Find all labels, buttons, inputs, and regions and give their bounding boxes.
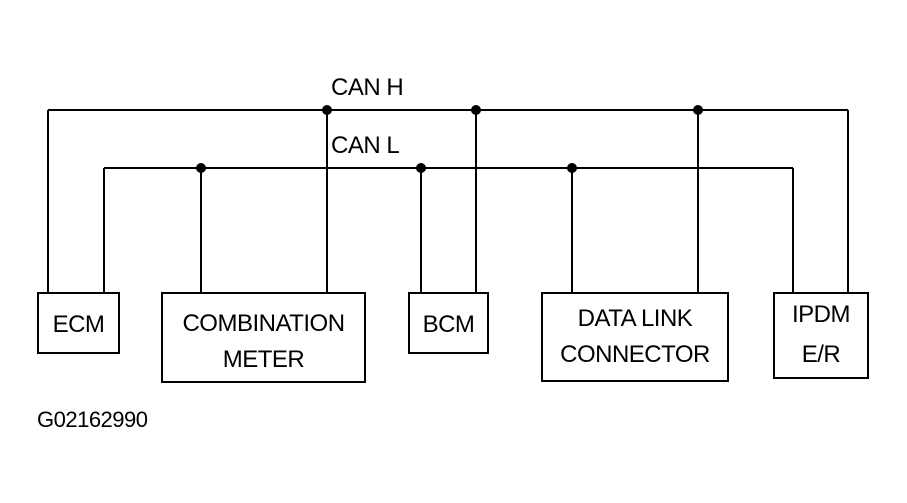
ecm-box — [37, 292, 120, 354]
ipdm-er-box — [773, 292, 869, 379]
module-ipdm-er: IPDM E/R — [773, 292, 869, 379]
can-h-splice-bcm — [471, 105, 481, 115]
data-link-connector-label-line2: CONNECTOR — [560, 341, 710, 368]
can-l-splice-bcm — [416, 163, 426, 173]
can-h-splice-meter — [322, 105, 332, 115]
can-h-wiring — [47, 105, 849, 293]
can-l-label: CAN L — [331, 132, 399, 159]
ipdm-er-label-line1: IPDM — [792, 301, 850, 328]
can-l-splice-dlc — [567, 163, 577, 173]
combination-meter-label-line2: METER — [223, 346, 305, 373]
can-h-label: CAN H — [331, 74, 403, 101]
can-l-wiring — [103, 163, 794, 293]
ecm-label: ECM — [53, 311, 105, 338]
data-link-connector-box — [541, 292, 729, 382]
module-combination-meter: COMBINATION METER — [161, 292, 366, 383]
combination-meter-label-line1: COMBINATION — [182, 310, 344, 337]
combination-meter-box — [161, 292, 366, 383]
module-bcm: BCM — [408, 292, 489, 354]
data-link-connector-label-line1: DATA LINK — [578, 305, 693, 332]
bcm-label: BCM — [423, 311, 475, 338]
can-h-splice-dlc — [693, 105, 703, 115]
module-ecm: ECM — [37, 292, 120, 354]
bcm-box — [408, 292, 489, 354]
can-l-splice-meter — [196, 163, 206, 173]
ipdm-er-label-line2: E/R — [802, 341, 841, 368]
figure-id: G02162990 — [37, 407, 148, 432]
module-data-link-connector: DATA LINK CONNECTOR — [541, 292, 729, 382]
